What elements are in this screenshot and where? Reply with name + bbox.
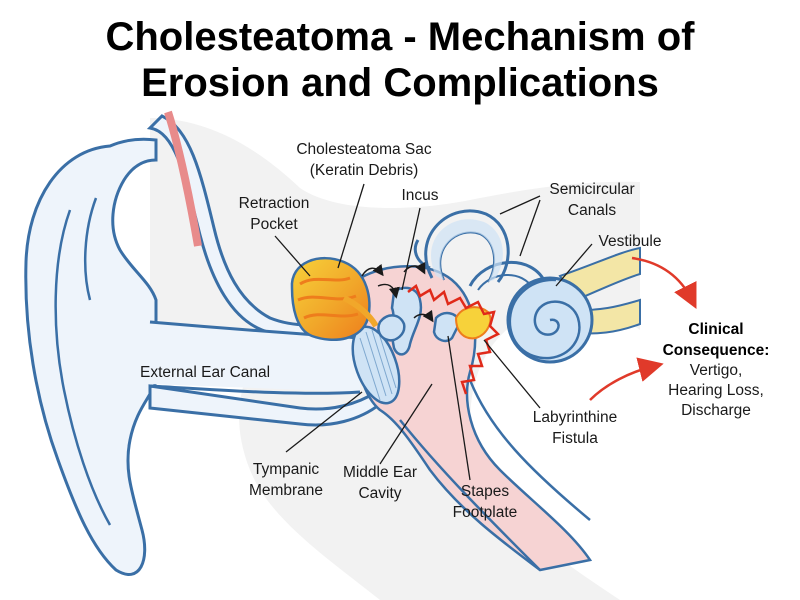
pointer-tympanic: [285, 391, 363, 453]
label-sac-line-1: Cholesteatoma Sac: [296, 141, 432, 158]
label-consequence-line-3: Vertigo,: [690, 362, 743, 379]
label-middle-ear-line-1: Middle Ear: [343, 464, 417, 481]
erosion-direction-arrows: [361, 261, 434, 323]
pointer-stapes: [447, 335, 471, 481]
label-vestibule: Vestibule: [599, 233, 662, 250]
erosion-zone: [407, 284, 501, 395]
label-ear-canal: External Ear Canal: [140, 364, 270, 381]
label-tympanic-line-2: Membrane: [249, 482, 323, 499]
pointer-sac: [337, 183, 365, 269]
malleus-head: [377, 314, 406, 342]
diagram-labels: Cholesteatoma Sac (Keratin Debris) Retra…: [140, 141, 769, 521]
cochlea-spiral: [506, 276, 594, 364]
label-semicircular-line-1: Semicircular: [549, 181, 634, 198]
label-consequence-line-1: Clinical: [688, 321, 743, 338]
semicircular-canal-fill: [431, 219, 503, 282]
pointer-retraction: [274, 235, 311, 277]
label-pointer-lines: [274, 183, 593, 481]
label-semicircular-line-2: Canals: [568, 202, 616, 219]
ear-canal-lower-wall: [149, 384, 361, 395]
label-retraction-line-1: Retraction: [239, 195, 310, 212]
label-incus: Incus: [401, 187, 438, 204]
pointer-middle-ear: [379, 383, 433, 465]
auricle: [24, 137, 158, 576]
consequence-arrow-top: [631, 256, 697, 309]
stapes-bone: [432, 311, 462, 343]
pointer-fistula: [483, 339, 541, 409]
title-line-2: Erosion and Complications: [141, 61, 659, 105]
title-line-1: Cholesteatoma - Mechanism of: [105, 15, 695, 59]
label-tympanic-line-1: Tympanic: [253, 461, 320, 478]
pointer-vestibule: [555, 243, 593, 287]
label-sac-line-2: (Keratin Debris): [310, 162, 419, 179]
label-retraction-line-2: Pocket: [250, 216, 298, 233]
label-consequence-line-5: Discharge: [681, 402, 751, 419]
skin-red-stripe: [164, 110, 202, 247]
eustachian-tube-wall-2: [468, 379, 591, 521]
ear-canal-fill: [150, 322, 360, 392]
label-consequence-line-2: Consequence:: [663, 342, 770, 359]
pointer-incus: [401, 207, 421, 291]
label-stapes-line-2: Footplate: [453, 504, 518, 521]
cholesteatoma-sac: [290, 257, 379, 342]
pointer-canal-1: [499, 195, 541, 215]
label-stapes-line-1: Stapes: [461, 483, 510, 500]
eustachian-tube-wall-1: [399, 419, 541, 571]
label-fistula-line-2: Fistula: [552, 430, 598, 447]
pointer-canal-2: [519, 199, 541, 257]
label-middle-ear-line-2: Cavity: [358, 485, 401, 502]
label-fistula-line-1: Labyrinthine: [533, 409, 617, 426]
label-consequence-line-4: Hearing Loss,: [668, 382, 764, 399]
middle-ear-cavity: [356, 265, 593, 572]
ossicles: [377, 286, 462, 356]
vestibular-nerve: [558, 246, 641, 302]
diagram-title: Cholesteatoma - Mechanism of Erosion and…: [0, 14, 800, 106]
consequence-arrow-bottom: [589, 357, 664, 401]
